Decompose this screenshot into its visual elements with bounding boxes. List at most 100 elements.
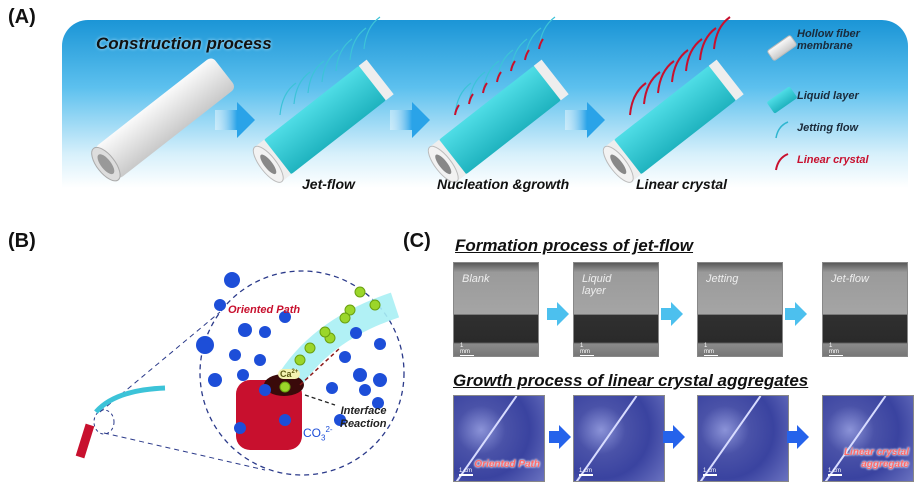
formation-image: Jet-flow 1 mm: [822, 262, 908, 357]
linear-crystal: [629, 82, 647, 116]
linear-crystal: [699, 27, 717, 61]
calcium-ion: [279, 381, 291, 393]
arrow-1: [215, 102, 255, 138]
growth-image: Oriented Path 1 cm: [453, 395, 545, 482]
co3-subscript: 3: [321, 433, 326, 443]
carbonate-ion: [326, 382, 338, 394]
growth-image: Linear crystal aggregate 1 cm: [822, 395, 914, 482]
scale-bar: 1 cm: [828, 468, 842, 476]
oriented-path-label: Oriented Path: [228, 304, 301, 316]
calcium-ion: [339, 312, 351, 324]
arrow-2: [390, 102, 430, 138]
co-text: CO: [303, 426, 321, 440]
carbonate-ion: [229, 349, 241, 361]
calcium-ion: [354, 286, 366, 298]
growth-arrow-icon: [787, 425, 809, 449]
co3-charge: 2-: [325, 425, 333, 434]
panel-c-label: (C): [403, 230, 431, 252]
carbonate-ion: [334, 414, 346, 426]
jetting-flow: [510, 38, 528, 72]
carbonate-ion: [224, 272, 240, 288]
carbonate-ion: [234, 422, 246, 434]
jetting-flow: [524, 27, 542, 61]
formation-image-label: Liquid layer: [582, 273, 612, 297]
jetting-flow: [496, 49, 514, 83]
reaction-text: Reaction: [340, 418, 387, 430]
growth-arrow-icon: [549, 425, 571, 449]
scale-bar: 1 mm: [580, 343, 594, 356]
scale-bar: 1 mm: [460, 343, 474, 356]
arrow-3: [565, 102, 605, 138]
construction-title: Construction process: [96, 34, 272, 53]
crystal-nucleus: [524, 49, 530, 61]
carbonate-ion: [374, 338, 386, 350]
small-fiber-jet: [94, 385, 166, 414]
crystal-nucleus: [468, 93, 474, 105]
coated-tube-3: [602, 59, 744, 183]
growth-image: 1 cm: [573, 395, 665, 482]
carbonate-label: CO32-: [303, 425, 333, 442]
interface-reaction-illustration: [75, 270, 405, 476]
carbonate-ion: [339, 351, 351, 363]
scale-bar: 1 mm: [829, 343, 843, 356]
growth-image-label: Oriented Path: [474, 459, 540, 470]
scale-bar: 1 cm: [579, 468, 593, 476]
stage-label-jet-flow: Jet-flow: [302, 176, 355, 192]
magnified-circle: [199, 270, 405, 476]
legend-cyan-tube-icon: [767, 87, 797, 113]
jetting-flow: [321, 49, 339, 83]
crystal-nucleus: [538, 38, 544, 50]
legend-jetting-flow: Jetting flow: [797, 122, 859, 134]
panel-b-label: (B): [8, 230, 36, 252]
jetting-flow: [349, 27, 367, 61]
ca-ion-label: Ca2+: [278, 369, 301, 379]
calcium-ion: [369, 299, 381, 311]
carbonate-ion: [373, 373, 387, 387]
carbonate-ion: [238, 323, 252, 337]
carbonate-ion: [279, 311, 291, 323]
legend-linear-crystal-icon: [775, 153, 789, 171]
interface-text: Interface: [340, 405, 387, 417]
stage-label-nucleation: Nucleation &growth: [437, 176, 570, 192]
growth-arrow-icon: [663, 425, 685, 449]
carbonate-ion: [196, 336, 214, 354]
jetting-flow: [279, 82, 297, 116]
small-crystal: [75, 423, 95, 459]
ca-charge: 2+: [291, 369, 299, 375]
linear-crystal: [713, 16, 731, 50]
formation-image-label: Jet-flow: [831, 273, 869, 285]
jetting-flow: [307, 60, 325, 94]
linear-crystal: [643, 71, 661, 105]
jetting-flow: [468, 71, 486, 105]
formation-image: Blank 1 mm: [453, 262, 539, 357]
linear-crystal: [671, 49, 689, 83]
carbonate-ion: [237, 369, 249, 381]
growth-image-label: Linear crystal aggregate: [843, 447, 909, 470]
formation-image-label: Blank: [462, 273, 490, 285]
formation-image-label: Jetting: [706, 273, 739, 285]
scale-bar: 1 cm: [703, 468, 717, 476]
linear-crystal: [657, 60, 675, 94]
jetting-flow: [363, 16, 381, 50]
carbonate-ion: [254, 354, 266, 366]
coated-tube-2: [427, 59, 569, 183]
calcium-ion: [344, 304, 356, 316]
scale-bar: 1 cm: [459, 468, 473, 476]
carbonate-ion: [214, 299, 226, 311]
formation-image: Liquid layer 1 mm: [573, 262, 659, 357]
carbonate-ion: [353, 368, 367, 382]
carbonate-ion: [259, 384, 271, 396]
legend-linear-crystal: Linear crystal: [797, 154, 869, 166]
calcium-ion: [294, 354, 306, 366]
coated-tube-1: [252, 59, 394, 183]
crystal-nucleus: [482, 82, 488, 94]
crystal-nucleus: [454, 104, 460, 116]
formation-arrow-icon: [785, 302, 807, 326]
legend-hollow-fiber: Hollow fiber membrane: [797, 28, 860, 52]
formation-arrow-icon: [547, 302, 569, 326]
crystal-nucleus: [510, 60, 516, 72]
scale-bar: 1 mm: [704, 343, 718, 356]
legend-jetting-flow-icon: [775, 121, 789, 139]
ca-text: Ca: [280, 369, 292, 379]
